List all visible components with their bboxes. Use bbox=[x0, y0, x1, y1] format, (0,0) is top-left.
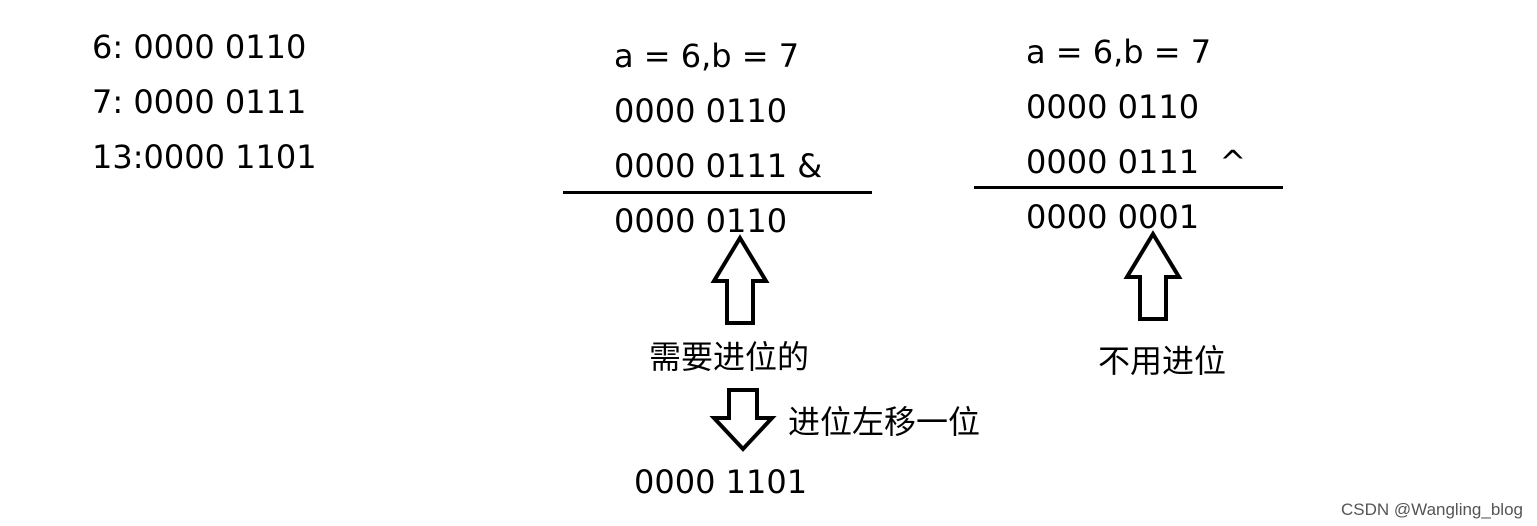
and-operand-2: 0000 0111 & bbox=[614, 147, 823, 185]
and-note: 需要进位的 bbox=[649, 338, 810, 376]
xor-note: 不用进位 bbox=[1098, 342, 1227, 380]
xor-operand-1: 0000 0110 bbox=[1026, 88, 1200, 126]
up-arrow-icon bbox=[710, 234, 770, 325]
xor-result: 0000 0001 bbox=[1026, 198, 1200, 236]
xor-header: a = 6,b = 7 bbox=[1026, 33, 1212, 71]
reference-line-13: 13:0000 1101 bbox=[92, 138, 317, 176]
xor-divider-line bbox=[974, 186, 1283, 189]
and-header: a = 6,b = 7 bbox=[614, 37, 800, 75]
xor-operand-2: 0000 0111 ^ bbox=[1026, 143, 1247, 181]
and-result: 0000 0110 bbox=[614, 202, 788, 240]
down-arrow-icon bbox=[709, 388, 777, 452]
and-divider-line bbox=[563, 191, 872, 194]
shift-note: 进位左移一位 bbox=[788, 403, 981, 441]
and-operand-1: 0000 0110 bbox=[614, 92, 788, 130]
reference-line-6: 6: 0000 0110 bbox=[92, 28, 307, 66]
reference-line-7: 7: 0000 0111 bbox=[92, 83, 307, 121]
up-arrow-icon bbox=[1123, 230, 1183, 321]
watermark: CSDN @Wangling_blog bbox=[1341, 500, 1523, 519]
shifted-result: 0000 1101 bbox=[634, 463, 808, 501]
